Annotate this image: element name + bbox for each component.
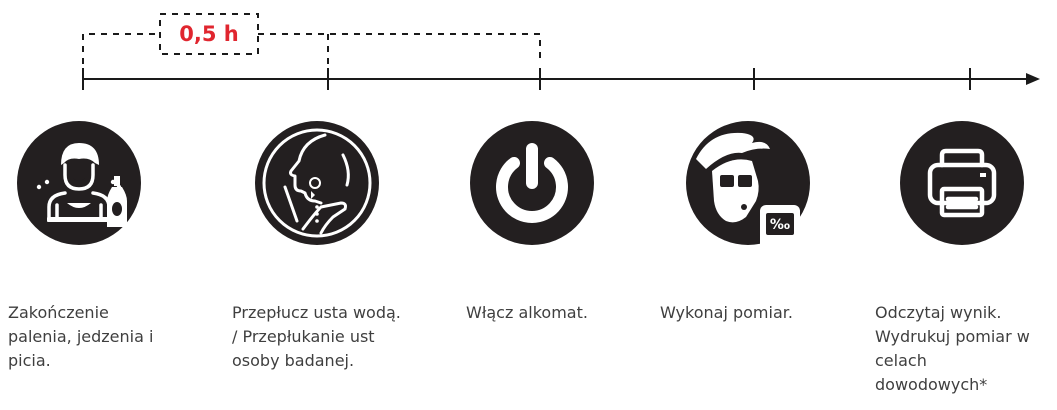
timeline <box>82 13 1040 90</box>
step-caption: Włącz alkomat. <box>466 303 588 322</box>
person-breathalyzer-icon: ‰ <box>686 121 810 259</box>
timeline-ticks <box>82 68 971 90</box>
duration-bracket <box>82 13 541 64</box>
device-permille-label: ‰ <box>770 217 790 233</box>
power-icon <box>470 121 594 245</box>
person-eating-drinking-icon <box>17 121 141 245</box>
timeline-arrowhead <box>1026 73 1040 85</box>
mouth-rinse-icon <box>255 121 379 245</box>
step-caption: Zakończenie palenia, jedzenia i picia. <box>8 303 154 370</box>
printer-icon <box>900 121 1024 245</box>
step-caption: Przepłucz usta wodą. / Przepłukanie ust … <box>232 303 401 370</box>
step-caption: Odczytaj wynik. Wydrukuj pomiar w celach… <box>875 303 1030 394</box>
duration-label-box <box>159 13 259 55</box>
step-caption: Wykonaj pomiar. <box>660 303 793 322</box>
duration-label: 0,5 h <box>179 22 239 46</box>
